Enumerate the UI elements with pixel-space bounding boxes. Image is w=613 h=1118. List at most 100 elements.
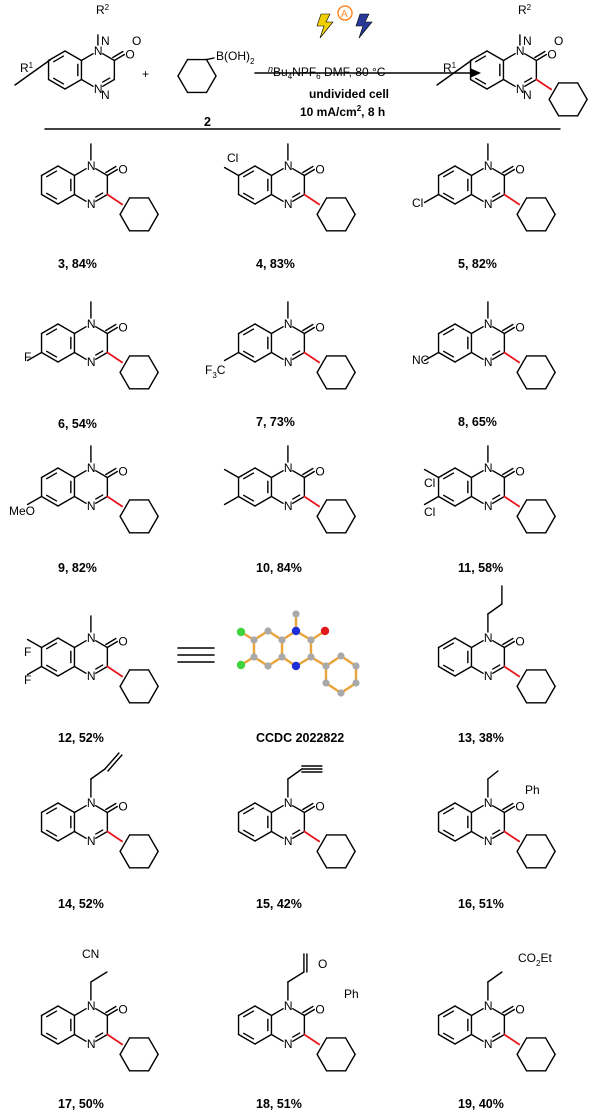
bond-line — [73, 470, 87, 479]
bond-line — [95, 664, 104, 670]
anode-icon — [337, 5, 353, 21]
bond-line — [53, 55, 65, 63]
n-atom: N — [87, 159, 96, 173]
bond-line — [95, 805, 109, 814]
bond-line — [423, 351, 440, 362]
bond-line — [492, 193, 506, 203]
n-atom: N — [284, 317, 293, 331]
new-bond-line — [503, 665, 521, 678]
bond-line — [147, 685, 159, 704]
o-atom: O — [118, 163, 127, 177]
bond-line — [104, 752, 120, 770]
o-atom: O — [118, 800, 127, 814]
o-atom: O — [118, 1003, 127, 1017]
compound-label: 4, 83% — [256, 257, 295, 271]
bond-line — [303, 326, 316, 335]
bond-line — [486, 50, 505, 62]
substituent-co2et: CO2Et — [518, 951, 552, 968]
bond-line — [105, 323, 117, 332]
bond-line — [316, 355, 328, 374]
n-atom: N — [87, 197, 96, 211]
bond-line — [243, 350, 255, 358]
bond-line — [470, 326, 484, 335]
bond-line — [475, 55, 487, 63]
n-atom: N — [87, 834, 96, 848]
n-atom: N — [484, 999, 493, 1013]
bond-line — [254, 495, 273, 507]
bond-line — [95, 1032, 104, 1038]
bond-line — [270, 805, 284, 814]
n-atom: N — [284, 796, 293, 810]
bond-line — [237, 165, 256, 177]
bond-line — [516, 197, 528, 216]
bond-line — [95, 167, 109, 177]
substituent-cf3: F3C — [205, 363, 226, 380]
bond-line — [548, 98, 560, 117]
bond-line — [303, 168, 316, 177]
bond-line — [237, 193, 256, 205]
bond-line — [147, 834, 159, 853]
bond-line — [470, 665, 484, 674]
bond-line — [243, 1032, 255, 1040]
bond-line — [57, 1033, 76, 1045]
bond-line — [270, 1033, 284, 1043]
n-atom: N — [284, 834, 293, 848]
bond-line — [73, 351, 87, 360]
substituent-f: F — [24, 645, 31, 659]
n-atom: N — [484, 197, 493, 211]
new-bond-line — [503, 1033, 521, 1046]
o-atom: O — [515, 163, 524, 177]
o-atom: O — [315, 321, 324, 335]
bond-line — [102, 78, 116, 88]
substituent-f: F — [24, 673, 31, 687]
bond-line — [223, 166, 240, 177]
bond-line — [46, 807, 58, 815]
o-atom: O — [118, 465, 127, 479]
bond-line — [243, 829, 255, 837]
new-bond-line — [106, 830, 124, 843]
bond-line — [90, 971, 108, 983]
crystal-atom — [291, 626, 301, 636]
bond-line — [102, 77, 111, 83]
crystal-atom — [322, 679, 330, 687]
bond-line — [223, 351, 240, 362]
new-bond-line — [535, 78, 553, 91]
bond-line — [524, 78, 538, 88]
bond-line — [95, 350, 104, 356]
substituent-cn: CN — [82, 947, 99, 961]
new-bond-line — [106, 1033, 124, 1046]
bond-line — [177, 58, 189, 77]
o-atom: O — [118, 321, 127, 335]
bond-line — [237, 802, 256, 814]
bond-line — [73, 326, 87, 335]
n-atom: N — [484, 669, 493, 683]
bond-line — [243, 170, 255, 178]
bond-line — [443, 192, 455, 200]
bond-line — [73, 1008, 87, 1017]
substituent-cl: Cl — [412, 196, 423, 210]
bond-line — [105, 1005, 117, 1014]
bond-line — [292, 470, 306, 479]
bond-line — [544, 499, 556, 518]
bond-line — [95, 830, 109, 839]
bond-line — [73, 1033, 87, 1043]
bond-line — [147, 499, 159, 518]
bond-line — [454, 1033, 473, 1045]
bond-line — [119, 499, 131, 518]
bond-line — [254, 802, 273, 814]
bond-line — [516, 685, 528, 704]
bond-line — [73, 830, 87, 839]
bond-line — [57, 467, 76, 479]
bond-line — [492, 830, 506, 839]
bond-line — [106, 168, 119, 177]
n-atom: N — [284, 1037, 293, 1051]
bond-line — [492, 829, 501, 835]
o-atom: O — [118, 635, 127, 649]
bond-line — [113, 53, 126, 62]
bond-line — [254, 1005, 273, 1017]
bond-line — [64, 78, 83, 90]
bond-line — [254, 165, 273, 177]
new-bond-line — [303, 830, 321, 843]
bond-line — [46, 350, 58, 358]
bond-line — [254, 830, 273, 842]
